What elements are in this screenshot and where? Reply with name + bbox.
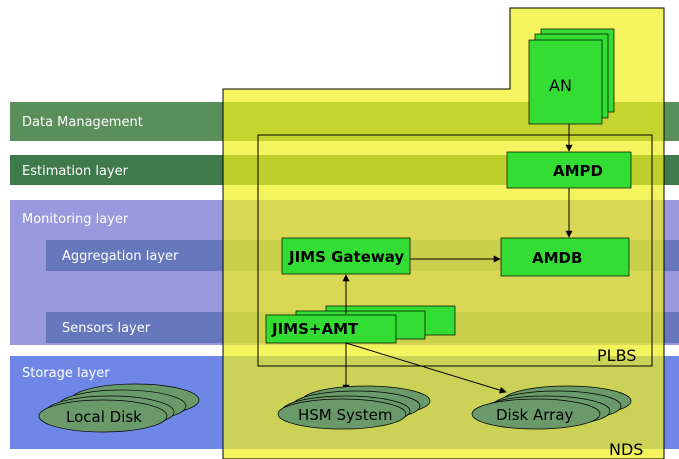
estimation-layer-label: Estimation layer — [22, 164, 129, 179]
hsm-system — [277, 398, 407, 430]
data-management-label: Data Management — [22, 115, 143, 130]
aggregation-layer-label: Aggregation layer — [62, 249, 179, 264]
an-label: AN — [549, 76, 572, 95]
nds-label: NDS — [609, 440, 643, 459]
amdb-box — [500, 237, 630, 277]
disk-array — [471, 398, 601, 430]
local-disk — [38, 399, 168, 433]
plbs-label: PLBS — [597, 346, 636, 365]
storage-layer-label: Storage layer — [22, 366, 110, 381]
disk-array-label: Disk Array — [496, 406, 574, 424]
monitoring-layer-label: Monitoring layer — [22, 212, 129, 227]
arrow-jimsamt-to-diskarray — [345, 342, 507, 394]
ampd-label: AMPD — [553, 162, 603, 180]
an-box — [528, 39, 603, 125]
jims-gateway-label: JIMS Gateway — [288, 248, 404, 266]
hsm-system-label: HSM System — [298, 406, 392, 424]
jims-gateway-box — [281, 237, 411, 275]
jims-amt-label: JIMS+AMT — [271, 320, 359, 338]
plbs-region — [257, 134, 653, 367]
sensors-layer-label: Sensors layer — [62, 321, 151, 336]
jims-amt-box — [265, 314, 397, 344]
local-disk-label: Local Disk — [66, 408, 142, 426]
amdb-label: AMDB — [532, 249, 582, 267]
